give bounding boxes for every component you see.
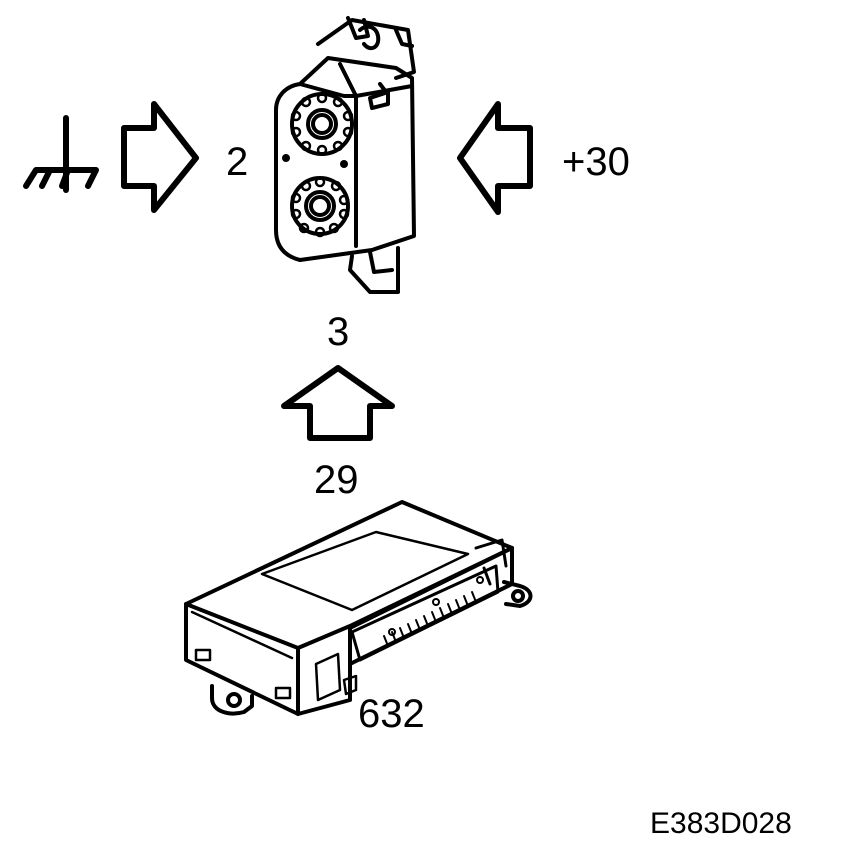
control-module-icon bbox=[184, 500, 533, 716]
figure-code: E383D028 bbox=[650, 807, 792, 840]
wire-signal-label: 29 bbox=[314, 458, 359, 502]
ground-symbol-icon bbox=[23, 115, 99, 193]
speaker-holes bbox=[290, 92, 354, 238]
connector-pins bbox=[383, 576, 484, 647]
pin-ground-label: 2 bbox=[226, 140, 249, 184]
arrow-right-icon bbox=[121, 101, 199, 213]
pin-signal-label: 3 bbox=[327, 310, 350, 354]
arrow-up-icon bbox=[281, 365, 395, 441]
component-label: 632 bbox=[358, 692, 425, 736]
speaker-unit-icon bbox=[274, 16, 416, 294]
arrow-left-icon bbox=[457, 101, 533, 215]
pin-power-label: +30 bbox=[562, 140, 630, 184]
